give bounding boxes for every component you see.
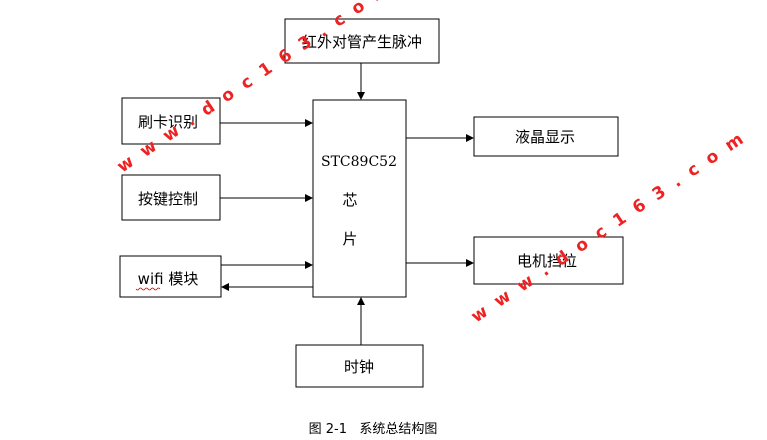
mcu-box xyxy=(312,99,407,298)
motor-gear-box xyxy=(473,236,624,285)
mcu-label-chip-1: 芯 xyxy=(342,191,357,209)
figure-caption: 图 2-1 系统总结构图 xyxy=(309,422,438,437)
keypad-box xyxy=(121,174,221,221)
clock-label: 时钟 xyxy=(344,358,374,376)
card-reader-box xyxy=(121,97,221,145)
lcd-box xyxy=(473,116,619,157)
mcu-label-chip-2: 片 xyxy=(342,230,357,248)
wifi-box xyxy=(119,255,222,298)
lcd-label: 液晶显示 xyxy=(515,128,575,146)
clock-box xyxy=(295,344,424,388)
mcu-label-model: STC89C52 xyxy=(321,154,397,170)
wifi-label: wifi 模块 xyxy=(138,270,199,288)
motor-gear-label: 电机挡位 xyxy=(517,252,577,270)
watermark-text-lower: w w w . d o c 1 6 3 . c o m xyxy=(468,128,750,327)
card-reader-label: 刷卡识别 xyxy=(138,113,198,131)
wifi-spellcheck-underline xyxy=(135,287,161,291)
ir-pulse-label: 红外对管产生脉冲 xyxy=(302,33,422,51)
keypad-label: 按键控制 xyxy=(138,190,198,208)
ir-pulse-box xyxy=(284,18,440,64)
